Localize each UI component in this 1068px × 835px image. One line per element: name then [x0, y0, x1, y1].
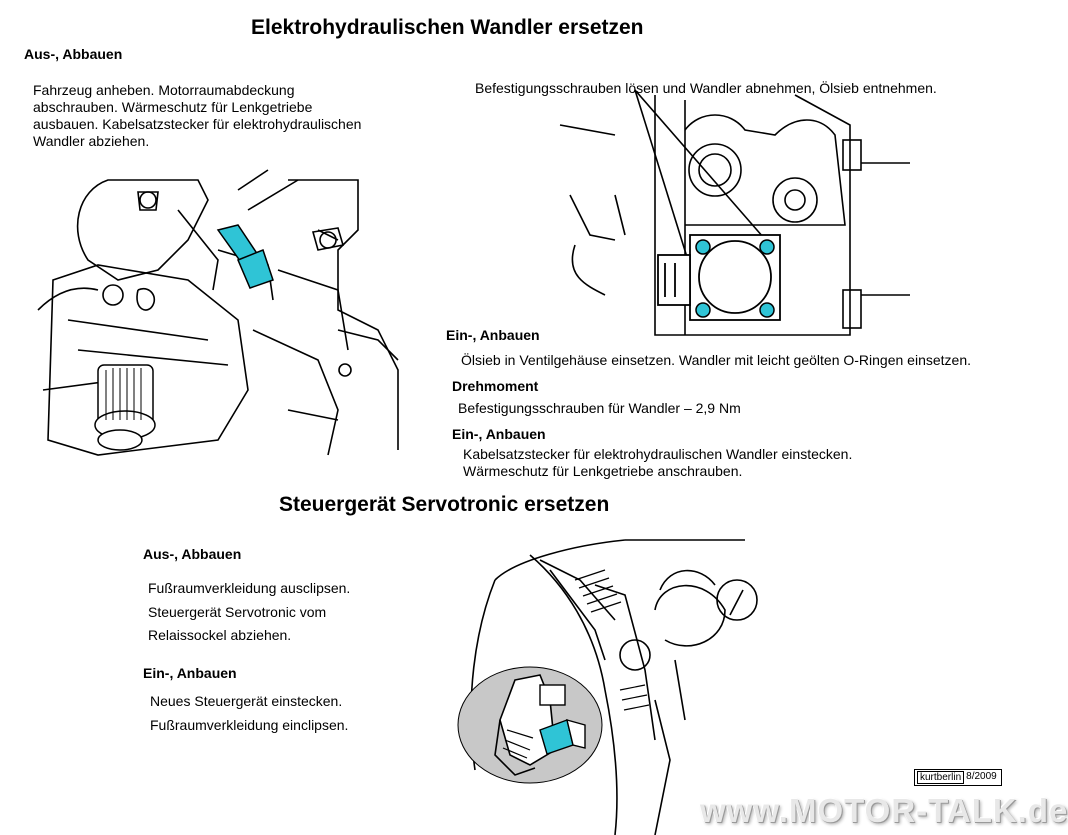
section2-install-heading: Ein-, Anbauen — [143, 665, 237, 681]
section1-install2-text: Kabelsatzstecker für elektrohydraulische… — [463, 446, 852, 480]
section1-install2-heading: Ein-, Anbauen — [452, 426, 546, 442]
text-line: Fahrzeug anheben. Motorraumabdeckung — [33, 82, 295, 98]
connector-highlight — [216, 224, 274, 289]
stamp-name: kurtberlin — [917, 771, 965, 784]
watermark: www.MOTOR-TALK.de — [700, 792, 1068, 829]
dashboard-illustration — [457, 539, 758, 835]
torque-heading: Drehmoment — [452, 378, 539, 394]
text-line: abschrauben. Wärmeschutz für Lenkgetrieb… — [33, 99, 313, 115]
relay-socket-inset — [457, 666, 603, 784]
section1-title: Elektrohydraulischen Wandler ersetzen — [251, 16, 644, 39]
text-line: Relaissockel abziehen. — [148, 627, 292, 643]
section2-title: Steuergerät Servotronic ersetzen — [279, 493, 610, 516]
section1-removal-text: Fahrzeug anheben. Motorraumabdeckung abs… — [33, 82, 433, 150]
torque-text: Befestigungsschrauben für Wandler – 2,9 … — [458, 400, 741, 416]
text-line: ausbauen. Kabelsatzstecker für elektrohy… — [33, 116, 362, 132]
section2-removal-text: Fußraumverkleidung ausclipsen. Steuerger… — [148, 577, 350, 648]
valve-housing-illustration — [559, 89, 910, 336]
section2-removal-heading: Aus-, Abbauen — [143, 546, 242, 562]
text-line: Neues Steuergerät einstecken. — [150, 693, 343, 709]
section1-caption-right: Befestigungsschrauben lösen und Wandler … — [475, 80, 937, 96]
fastening-bolts — [695, 239, 775, 318]
stamp-date: 8/2009 — [966, 771, 997, 782]
section1-install-text: Ölsieb in Ventilgehäuse einsetzen. Wandl… — [461, 352, 971, 368]
steering-gear-illustration — [37, 169, 399, 456]
section2-install-text: Neues Steuergerät einstecken. Fußraumver… — [150, 690, 348, 737]
text-line: Fußraumverkleidung ausclipsen. — [148, 580, 351, 596]
text-line: Steuergerät Servotronic vom — [148, 603, 327, 620]
section1-removal-heading: Aus-, Abbauen — [24, 46, 123, 62]
author-stamp: kurtberlin 8/2009 — [914, 769, 1002, 786]
text-line: Kabelsatzstecker für elektrohydraulische… — [463, 446, 853, 462]
text-line: Fußraumverkleidung einclipsen. — [150, 716, 349, 733]
section1-install-heading: Ein-, Anbauen — [446, 327, 540, 343]
text-line: Wärmeschutz für Lenkgetriebe anschrauben… — [463, 463, 743, 479]
text-line: Wandler abziehen. — [33, 133, 150, 149]
